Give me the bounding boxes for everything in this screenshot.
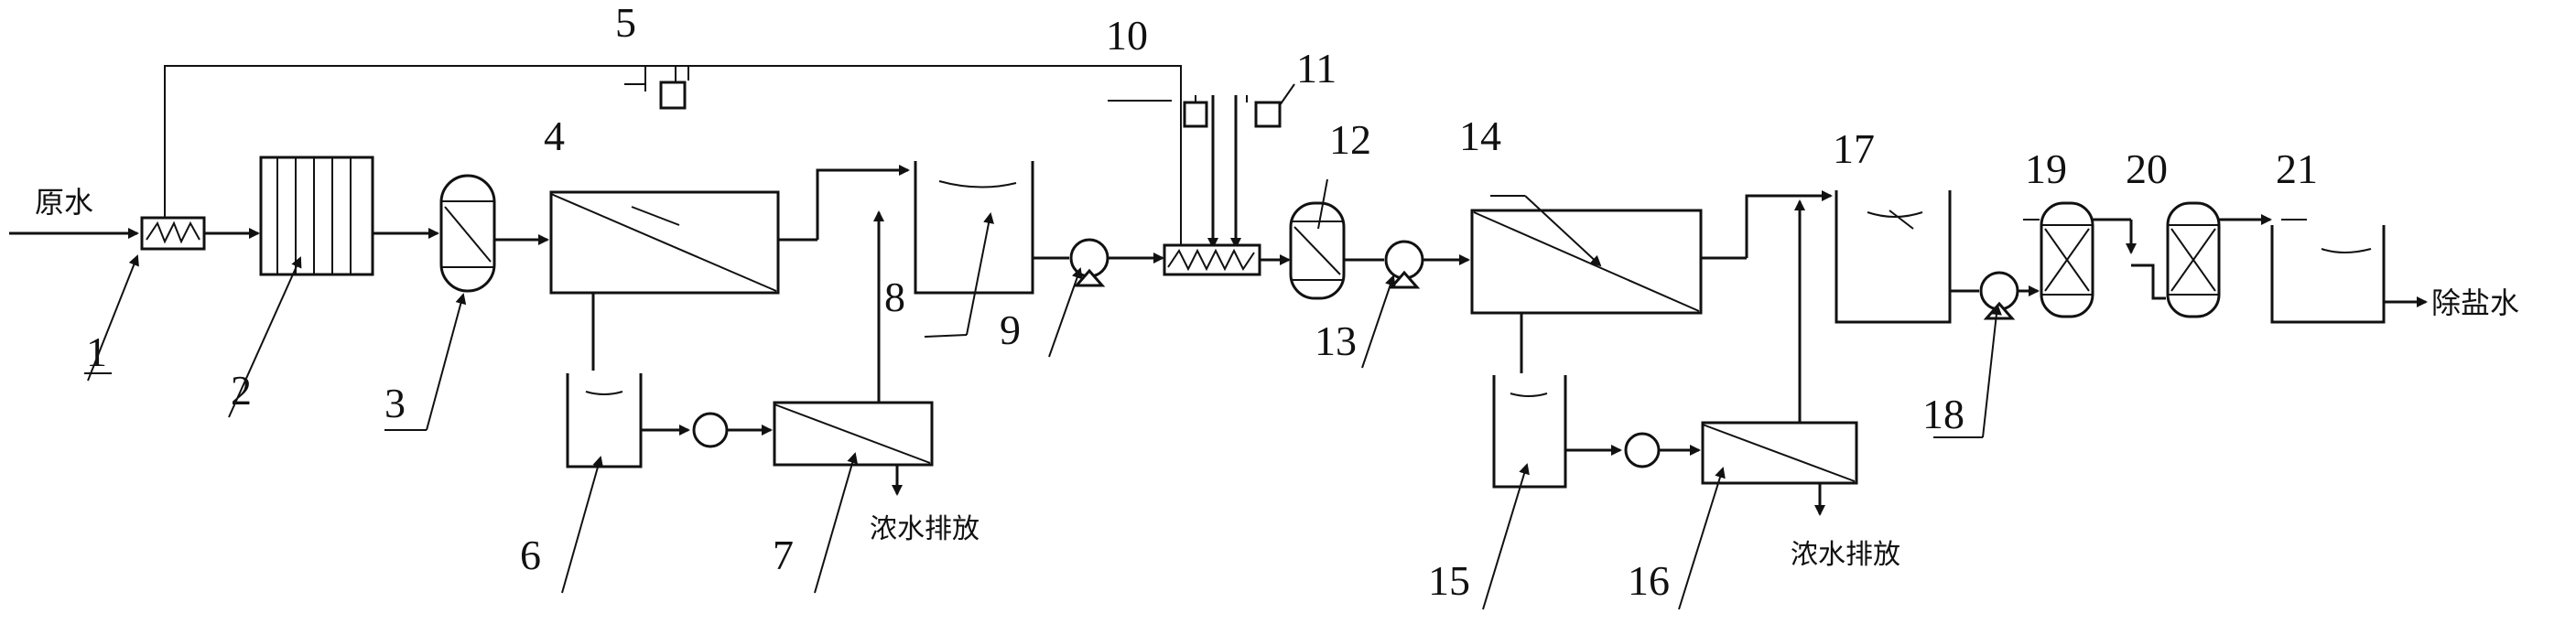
number-17: 17	[1833, 125, 1875, 172]
desalted-water-label: 除盐水	[2431, 285, 2519, 320]
pump-9	[1069, 238, 1164, 287]
heat-exchanger-mid	[1163, 243, 1291, 276]
number-3: 3	[384, 380, 406, 426]
number-15: 15	[1428, 557, 1470, 604]
pump-13	[1384, 240, 1470, 289]
tank-6	[566, 373, 773, 468]
membrane-unit-4	[549, 165, 910, 371]
number-19: 19	[2025, 145, 2067, 192]
number-5: 5	[615, 0, 636, 46]
heat-exchanger-1	[140, 216, 260, 251]
pump-18	[1979, 271, 2040, 320]
number-2: 2	[231, 367, 252, 414]
number-12: 12	[1329, 116, 1371, 163]
number-13: 13	[1315, 317, 1357, 364]
tank-8	[914, 161, 1069, 295]
product-tank-21: 除盐水	[2270, 225, 2519, 324]
number-11: 11	[1296, 45, 1337, 91]
number-6: 6	[520, 532, 541, 578]
number-14: 14	[1459, 113, 1501, 159]
brine-discharge-label-1: 浓水排放	[870, 513, 980, 545]
membrane-unit-7: 浓水排放	[773, 210, 980, 545]
dosing-pot-10	[1108, 95, 1218, 249]
leader-lines	[87, 178, 2307, 610]
number-16: 16	[1628, 557, 1670, 604]
dosing-vessel-5	[624, 66, 689, 110]
tank-17	[1835, 190, 1979, 324]
number-20: 20	[2126, 145, 2168, 192]
raw-water-label: 原水	[35, 185, 93, 220]
component-numbers: 1 2 3 4 5 6 7 8 9 10 11 12 13 14 15 16 1…	[84, 0, 2318, 604]
number-8: 8	[884, 274, 905, 320]
number-1: 1	[86, 328, 107, 375]
dosing-pot-11	[1230, 83, 1295, 249]
raw-water-inlet: 原水	[9, 185, 139, 239]
ion-exchange-column-20	[2131, 201, 2272, 318]
number-7: 7	[773, 532, 794, 578]
number-18: 18	[1922, 391, 1964, 437]
vessel-filter-12	[1289, 201, 1384, 300]
number-21: 21	[2276, 145, 2318, 192]
membrane-unit-14	[1470, 190, 1833, 373]
ion-exchange-column-19	[2023, 201, 2137, 318]
tank-15	[1492, 375, 1701, 489]
number-10: 10	[1106, 12, 1148, 59]
top-dosing-line	[164, 65, 1182, 247]
vessel-filter-3	[439, 174, 549, 293]
number-9: 9	[1000, 307, 1021, 353]
membrane-unit-16: 浓水排放	[1701, 199, 1900, 571]
number-4: 4	[544, 113, 565, 159]
cartridge-filter-2	[259, 156, 439, 276]
brine-discharge-label-2: 浓水排放	[1791, 539, 1900, 571]
